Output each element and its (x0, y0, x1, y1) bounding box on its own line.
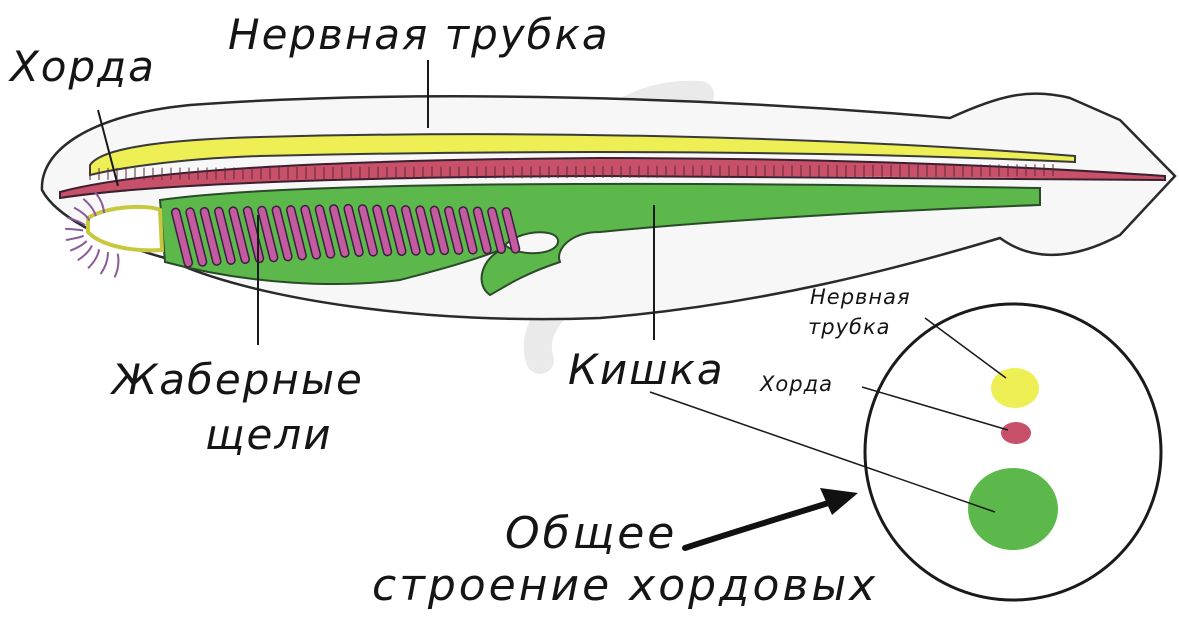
label-section-neural-tube-line2: трубка (808, 315, 891, 339)
label-notochord: Хорда (10, 42, 156, 91)
label-gill-slits-line1: Жаберные (112, 355, 364, 404)
oral-tentacle (65, 229, 83, 231)
oral-tentacle (66, 236, 84, 240)
caption-arrow (685, 488, 858, 548)
cross-section-gut (968, 468, 1058, 550)
label-gut: Кишка (568, 345, 725, 394)
label-section-neural-tube-line1: Нервная (810, 285, 911, 309)
oral-tentacle (70, 241, 86, 251)
cross-section-notochord (1001, 422, 1031, 444)
cross-section-circle (865, 304, 1161, 600)
oral-tentacle (101, 252, 108, 274)
caption-line2: строение хордовых (372, 560, 878, 611)
caption-line1: Общее (505, 508, 677, 559)
label-neural-tube: Нервная трубка (228, 10, 610, 59)
cross-section (650, 304, 1161, 600)
mouth-opening (88, 207, 162, 250)
oral-tentacle (78, 246, 92, 261)
oral-tentacle (115, 254, 119, 278)
oral-tentacle (88, 249, 99, 268)
label-gill-slits-line2: щели (205, 410, 333, 459)
cross-section-neural-tube (991, 368, 1039, 408)
label-section-notochord: Хорда (760, 372, 833, 396)
